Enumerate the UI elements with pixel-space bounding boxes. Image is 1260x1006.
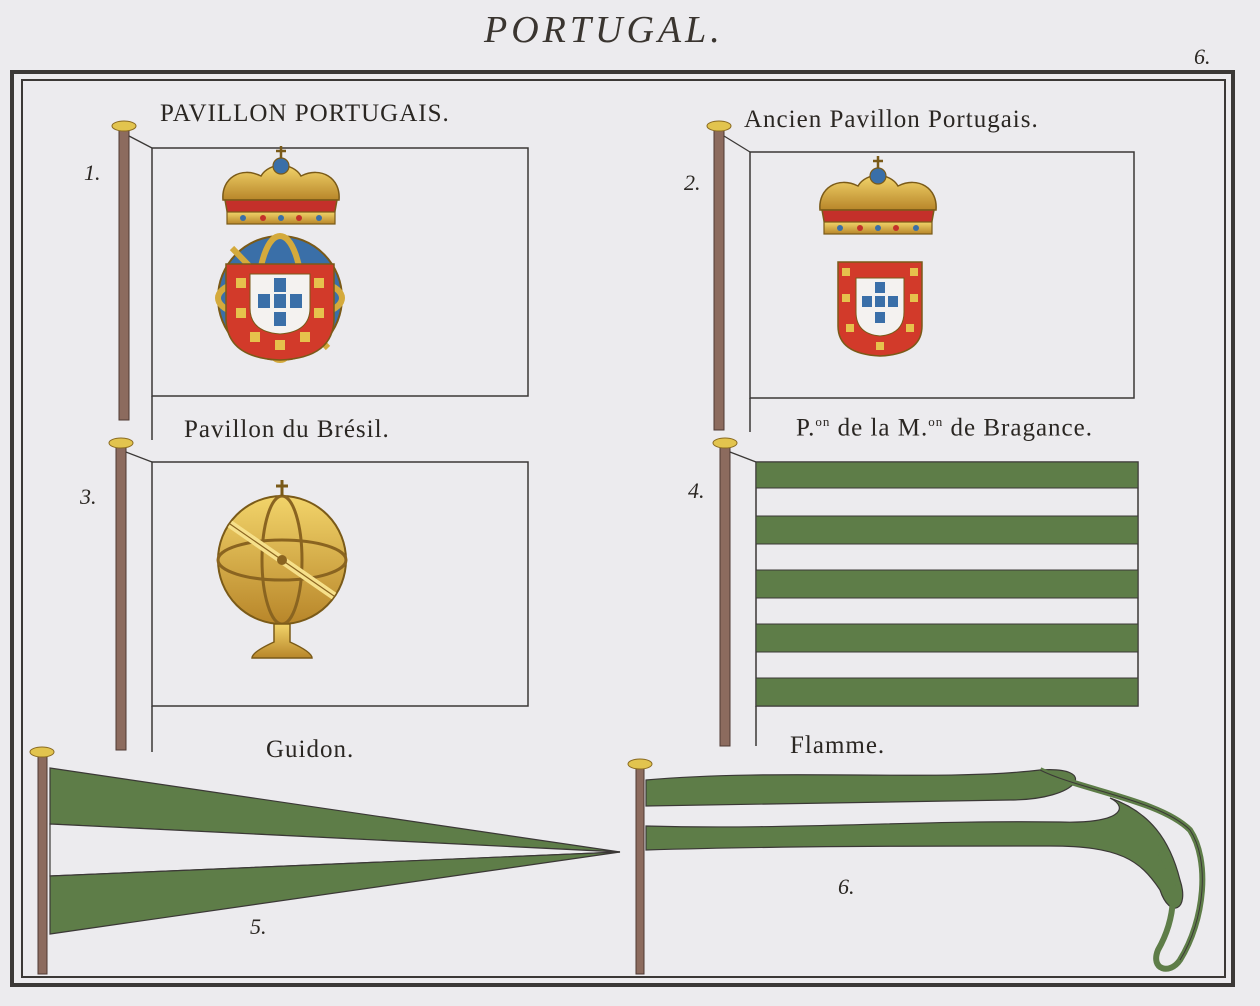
flag-4-bragance bbox=[712, 437, 1139, 747]
plate-frame-outer bbox=[10, 70, 1235, 987]
plate-frame-inner bbox=[21, 79, 1226, 978]
flag-3-number: 3. bbox=[80, 484, 97, 509]
portuguese-shield-icon bbox=[215, 233, 345, 363]
flag-4-number: 4. bbox=[688, 478, 705, 503]
flag-6-pole bbox=[635, 767, 645, 975]
flag-2-ancien-pavillon bbox=[706, 120, 1135, 432]
flag-3-caption: Pavillon du Brésil. bbox=[184, 416, 390, 443]
flag-4-caption-sup-1: on bbox=[815, 414, 831, 429]
flag-2-pole bbox=[713, 127, 725, 431]
plate-number: 6. bbox=[1194, 44, 1211, 69]
flag-3-pavillon-du-bresil bbox=[108, 437, 529, 752]
flag-5-caption: Guidon. bbox=[266, 736, 355, 763]
flag-3-pole bbox=[115, 445, 127, 751]
flag-2-caption: Ancien Pavillon Portugais. bbox=[744, 106, 1039, 133]
flag-1-pole bbox=[118, 127, 130, 421]
flag-2-number: 2. bbox=[684, 170, 701, 195]
flag-4-caption: P.on de la M.on de Bragance. bbox=[796, 414, 1093, 442]
flag-6-flamme bbox=[627, 758, 1206, 975]
flag-6-number: 6. bbox=[838, 874, 855, 899]
royal-crown-icon bbox=[222, 146, 340, 225]
flag-1-caption: PAVILLON PORTUGAIS. bbox=[160, 100, 450, 127]
plate-title: PORTUGAL. bbox=[484, 9, 724, 51]
flag-4-caption-part-2: de la M. bbox=[830, 414, 929, 442]
flag-4-caption-part-1: P. bbox=[796, 414, 816, 442]
royal-crown-icon bbox=[819, 156, 937, 235]
flag-1-pavillon-portugais bbox=[111, 120, 529, 440]
flag-2-field bbox=[749, 151, 1135, 399]
flag-5-number: 5. bbox=[250, 914, 267, 939]
flag-1-number: 1. bbox=[84, 160, 101, 185]
flag-4-green-stripes bbox=[755, 461, 1139, 707]
flag-6-caption: Flamme. bbox=[790, 732, 886, 759]
flag-5-guidon bbox=[29, 746, 621, 975]
armillary-sphere-icon bbox=[216, 480, 348, 659]
flag-4-caption-part-3: de Bragance. bbox=[943, 414, 1093, 442]
flag-5-pole bbox=[37, 755, 48, 975]
flag-4-caption-sup-2: on bbox=[928, 414, 944, 429]
flag-4-pole bbox=[719, 445, 731, 747]
portuguese-shield-icon bbox=[837, 261, 923, 357]
flag-1-field bbox=[151, 147, 529, 397]
